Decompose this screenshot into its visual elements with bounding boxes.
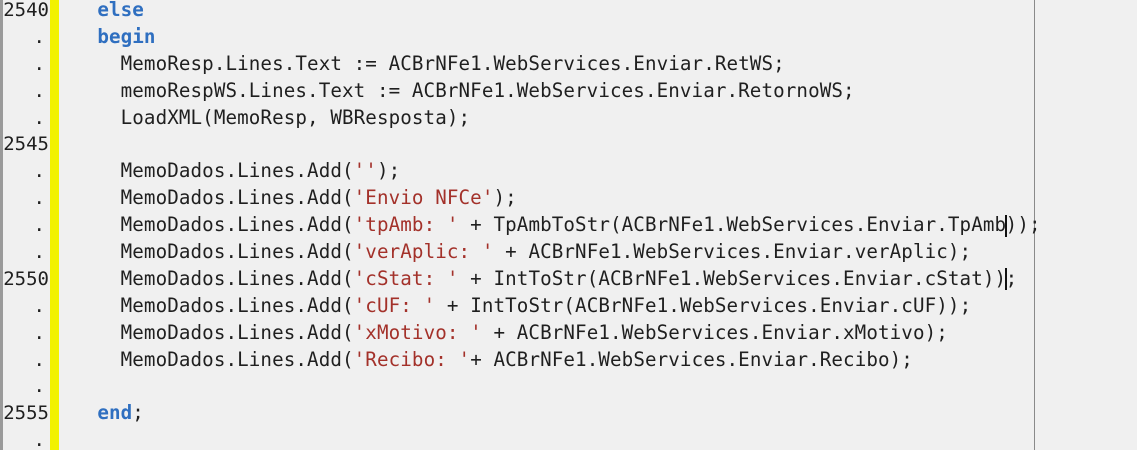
code-token: MemoDados.Lines.Add( bbox=[120, 266, 354, 290]
indent bbox=[74, 0, 97, 21]
indent bbox=[74, 186, 121, 209]
indent bbox=[74, 52, 121, 75]
code-area[interactable]: else begin MemoResp.Lines.Text := ACBrNF… bbox=[74, 0, 1134, 450]
code-line[interactable]: memoRespWS.Lines.Text := ACBrNFe1.WebSer… bbox=[74, 78, 1134, 105]
code-line[interactable]: MemoDados.Lines.Add(''); bbox=[74, 158, 1134, 185]
code-token: MemoDados.Lines.Add( bbox=[120, 240, 354, 264]
string-token: 'cStat: ' bbox=[353, 266, 459, 290]
code-line[interactable]: MemoDados.Lines.Add('cStat: ' + IntToStr… bbox=[74, 266, 1134, 293]
line-number: . bbox=[33, 214, 45, 237]
line-number: . bbox=[33, 294, 45, 317]
line-number: . bbox=[33, 160, 45, 183]
code-token: ); bbox=[493, 186, 517, 210]
line-number: . bbox=[33, 375, 45, 398]
indent bbox=[74, 294, 121, 317]
line-number: . bbox=[33, 187, 45, 210]
string-token: '' bbox=[353, 159, 377, 183]
code-line[interactable] bbox=[74, 131, 1134, 158]
indent bbox=[74, 213, 121, 236]
line-number: . bbox=[33, 25, 45, 48]
indent bbox=[74, 401, 97, 424]
line-number: 2550 bbox=[3, 267, 49, 290]
line-number-gutter: 2540.... 2545.... 2550.... 2555. bbox=[0, 0, 54, 450]
line-numbers: 2540.... 2545.... 2550.... 2555. bbox=[0, 0, 50, 450]
code-line[interactable]: end; bbox=[74, 400, 1134, 427]
code-token: )); bbox=[1005, 213, 1041, 237]
right-margin-line bbox=[1034, 0, 1035, 450]
code-token: MemoDados.Lines.Add( bbox=[120, 186, 354, 210]
code-token: MemoDados.Lines.Add( bbox=[120, 293, 354, 317]
code-line[interactable] bbox=[74, 373, 1134, 400]
code-line[interactable]: MemoResp.Lines.Text := ACBrNFe1.WebServi… bbox=[74, 51, 1134, 78]
code-token: ); bbox=[376, 159, 401, 183]
code-line[interactable]: LoadXML(MemoResp, WBResposta); bbox=[74, 105, 1134, 132]
code-token: + IntToStr(ACBrNFe1.WebServices.Enviar.c… bbox=[458, 266, 1007, 290]
keyword-token: end bbox=[97, 401, 133, 425]
line-number: . bbox=[33, 106, 45, 129]
string-token: 'cUF: ' bbox=[353, 293, 436, 317]
code-token: + ACBrNFe1.WebServices.Enviar.xMotivo); bbox=[481, 320, 948, 344]
string-token: 'verAplic: ' bbox=[353, 240, 494, 264]
code-token: memoRespWS.Lines.Text := ACBrNFe1.WebSer… bbox=[120, 78, 855, 102]
indent bbox=[74, 25, 97, 48]
line-number: . bbox=[33, 348, 45, 371]
string-token: 'Recibo: ' bbox=[353, 347, 471, 371]
code-token: LoadXML(MemoResp, WBResposta); bbox=[120, 105, 471, 129]
keyword-token: begin bbox=[97, 24, 156, 48]
indent bbox=[74, 79, 121, 102]
text-cursor bbox=[1005, 214, 1007, 237]
code-token: + ACBrNFe1.WebServices.Enviar.Recibo); bbox=[470, 347, 913, 371]
code-token: + ACBrNFe1.WebServices.Enviar.verAplic); bbox=[493, 240, 972, 264]
code-token: MemoResp.Lines.Text := ACBrNFe1.WebServi… bbox=[120, 51, 785, 75]
code-line[interactable]: MemoDados.Lines.Add('cUF: ' + IntToStr(A… bbox=[74, 293, 1134, 320]
indent bbox=[74, 321, 121, 344]
line-number: 2545 bbox=[3, 133, 49, 156]
string-token: 'xMotivo: ' bbox=[353, 320, 482, 344]
code-token: MemoDados.Lines.Add( bbox=[120, 213, 354, 237]
code-token: MemoDados.Lines.Add( bbox=[120, 159, 354, 183]
code-line[interactable]: MemoDados.Lines.Add('xMotivo: ' + ACBrNF… bbox=[74, 320, 1134, 347]
code-token: + TpAmbToStr(ACBrNFe1.WebServices.Enviar… bbox=[458, 213, 1007, 237]
code-token: MemoDados.Lines.Add( bbox=[120, 347, 354, 371]
line-number: . bbox=[33, 429, 45, 450]
string-token: 'tpAmb: ' bbox=[353, 213, 459, 237]
code-token: ; bbox=[132, 401, 144, 425]
line-number: . bbox=[33, 321, 45, 344]
indent bbox=[74, 348, 121, 371]
indent bbox=[74, 267, 121, 290]
modified-lines-marker bbox=[50, 0, 59, 450]
indent bbox=[74, 240, 121, 263]
code-line[interactable] bbox=[74, 427, 1134, 450]
code-token: ; bbox=[1005, 266, 1018, 290]
line-number: 2555 bbox=[3, 402, 49, 425]
line-number: . bbox=[33, 241, 45, 264]
code-line[interactable]: else bbox=[74, 0, 1134, 24]
code-line[interactable]: MemoDados.Lines.Add('verAplic: ' + ACBrN… bbox=[74, 239, 1134, 266]
code-token: + IntToStr(ACBrNFe1.WebServices.Enviar.c… bbox=[435, 293, 972, 317]
gutter-edge bbox=[0, 0, 3, 450]
keyword-token: else bbox=[97, 0, 144, 21]
code-token: MemoDados.Lines.Add( bbox=[120, 320, 354, 344]
code-line[interactable]: begin bbox=[74, 24, 1134, 51]
line-number: . bbox=[33, 79, 45, 102]
line-number: 2540 bbox=[3, 0, 49, 21]
string-token: 'Envio NFCe' bbox=[353, 186, 494, 210]
code-line[interactable]: MemoDados.Lines.Add('Envio NFCe'); bbox=[74, 185, 1134, 212]
indent bbox=[74, 106, 121, 129]
code-line[interactable]: MemoDados.Lines.Add('tpAmb: ' + TpAmbToS… bbox=[74, 212, 1134, 239]
text-cursor bbox=[1005, 268, 1007, 291]
code-line[interactable]: MemoDados.Lines.Add('Recibo: '+ ACBrNFe1… bbox=[74, 347, 1134, 374]
indent bbox=[74, 159, 121, 182]
line-number: . bbox=[33, 52, 45, 75]
